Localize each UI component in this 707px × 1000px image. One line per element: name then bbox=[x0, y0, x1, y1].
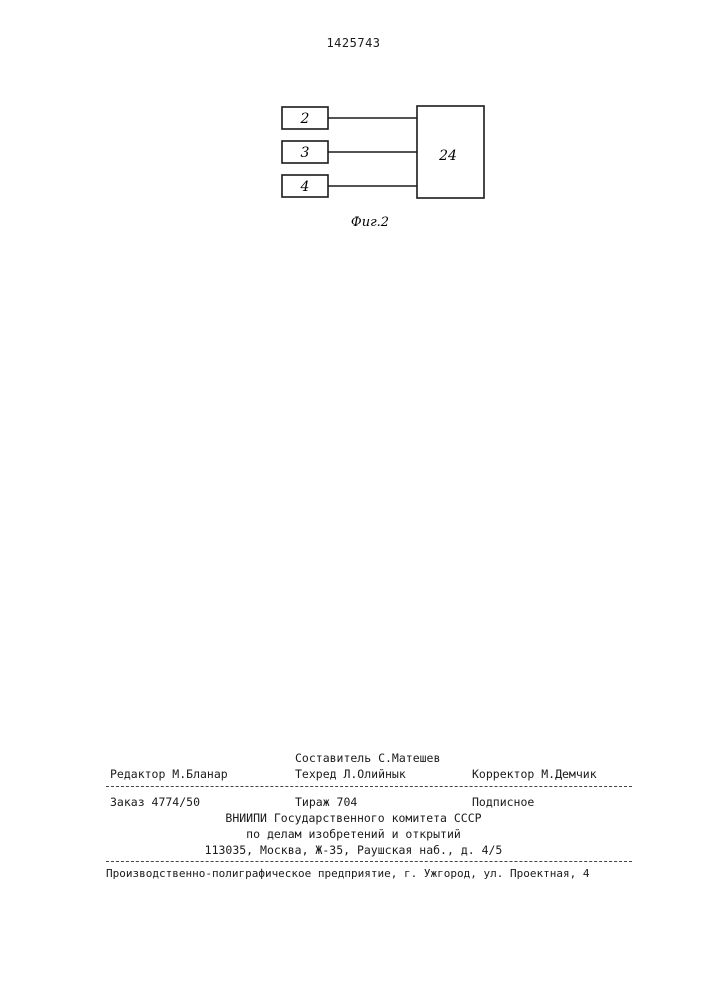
order-number: Заказ 4774/50 bbox=[110, 795, 200, 809]
editor: Редактор М.Бланар bbox=[110, 767, 228, 781]
org-line-2: по делам изобретений и открытий bbox=[0, 827, 707, 841]
org-line-1: ВНИИПИ Государственного комитета СССР bbox=[0, 811, 707, 825]
tech-editor: Техред Л.Олийнык bbox=[295, 767, 406, 781]
corrector: Корректор М.Демчик bbox=[472, 767, 597, 781]
address: 113035, Москва, Ж-35, Раушская наб., д. … bbox=[0, 843, 707, 857]
printer-line: Производственно-полиграфическое предприя… bbox=[106, 867, 589, 880]
compiler: Составитель С.Матешев bbox=[295, 751, 440, 765]
subscription: Подписное bbox=[472, 795, 534, 809]
divider-1 bbox=[106, 786, 632, 787]
circulation: Тираж 704 bbox=[295, 795, 357, 809]
divider-2 bbox=[106, 861, 632, 862]
